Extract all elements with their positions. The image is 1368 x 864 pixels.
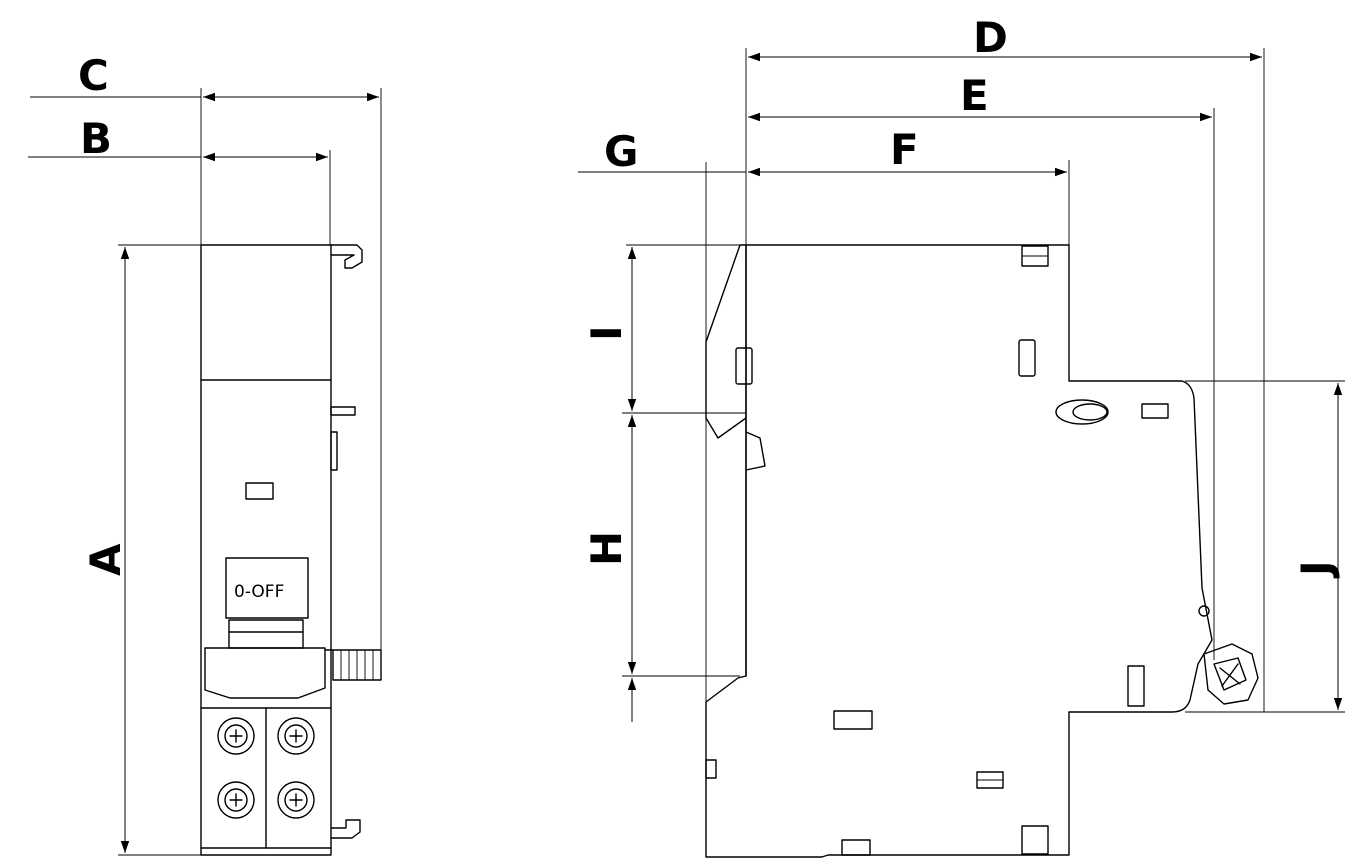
knurl-lines (340, 650, 374, 680)
rotary-clip (1203, 643, 1259, 705)
side-view: D E F G I H J (578, 13, 1345, 858)
handle-off-label: 0-OFF (234, 582, 284, 602)
dimension-label-c: C (78, 51, 109, 100)
side-body-outline (705, 244, 1213, 858)
dimension-label-a: A (81, 543, 130, 576)
dimension-label-b: B (80, 114, 112, 163)
terminal-screws (217, 717, 315, 819)
dimension-label-h: H (582, 531, 631, 566)
dimension-label-d: D (973, 13, 1008, 62)
dimension-label-f: F (890, 125, 919, 174)
dimension-label-g: G (604, 127, 638, 176)
dimension-label-j: J (1292, 560, 1341, 579)
dimension-label-e: E (960, 71, 989, 120)
front-view: 0-OFF (28, 51, 382, 856)
dimension-label-i: I (582, 325, 631, 341)
